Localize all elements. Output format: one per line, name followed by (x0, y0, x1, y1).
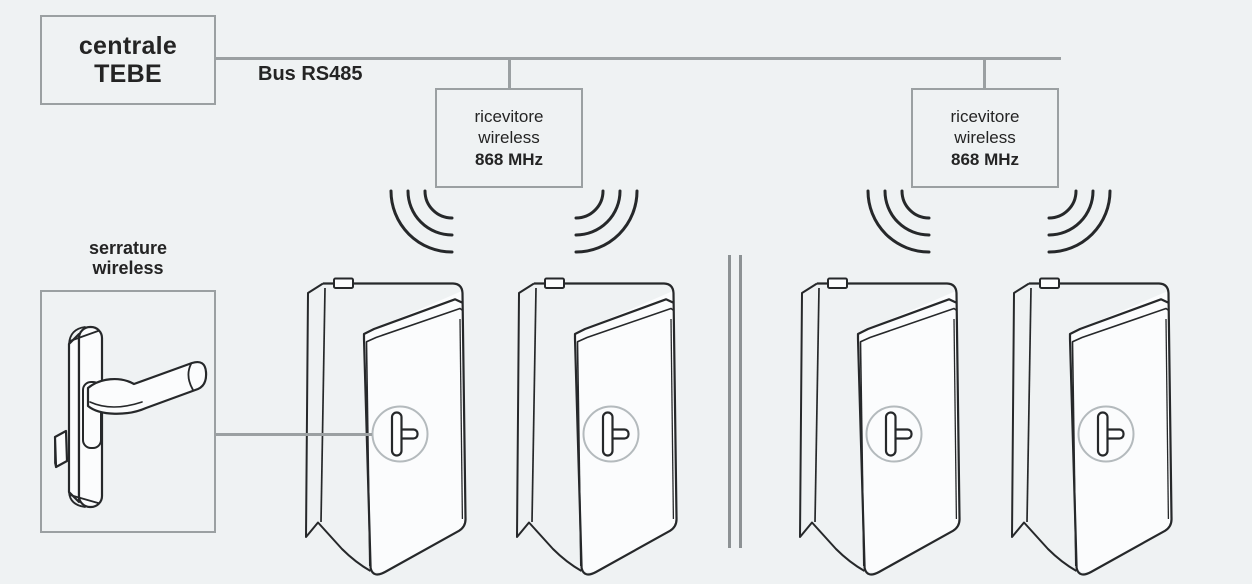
centrale-tebe-box: centrale TEBE (40, 15, 216, 105)
plate-side (67, 332, 81, 504)
serrature-wireless-label: serrature wireless (40, 238, 216, 278)
bus-rs485-line (215, 57, 1061, 60)
centrale-label-line2: TEBE (94, 60, 162, 88)
receiver2-line1: ricevitore (950, 106, 1020, 126)
connector-line (215, 433, 372, 436)
door-illustration (1010, 277, 1173, 576)
serrature-label-line1: serrature (88, 238, 168, 258)
receiver2-line2: wireless (954, 128, 1016, 148)
lever-handle (86, 360, 208, 415)
serrature-label-line2: wireless (92, 258, 164, 279)
receiver2-line3: 868 MHz (950, 149, 1020, 169)
door-illustration (798, 277, 961, 576)
receiver-box-2: ricevitore wireless 868 MHz (911, 88, 1059, 188)
door-illustration (515, 277, 678, 576)
wireless-signal-icon (1047, 189, 1112, 254)
latch-shape (53, 429, 69, 469)
wireless-signal-icon (389, 189, 454, 254)
serrature-wireless-box (40, 290, 216, 533)
receiver-box-1: ricevitore wireless 868 MHz (435, 88, 583, 188)
bus-drop-line-2 (983, 59, 986, 89)
receiver1-line1: ricevitore (474, 106, 544, 126)
door-handle-illustration (53, 325, 208, 509)
section-divider (728, 255, 742, 548)
wireless-signal-icon (866, 189, 931, 254)
receiver1-line2: wireless (478, 128, 540, 148)
bus-drop-line-1 (508, 59, 511, 89)
receiver1-line3: 868 MHz (474, 149, 544, 169)
door-illustration (304, 277, 467, 576)
wireless-signal-icon (574, 189, 639, 254)
bus-rs485-label: Bus RS485 (258, 63, 363, 85)
centrale-label-line1: centrale (78, 31, 178, 60)
